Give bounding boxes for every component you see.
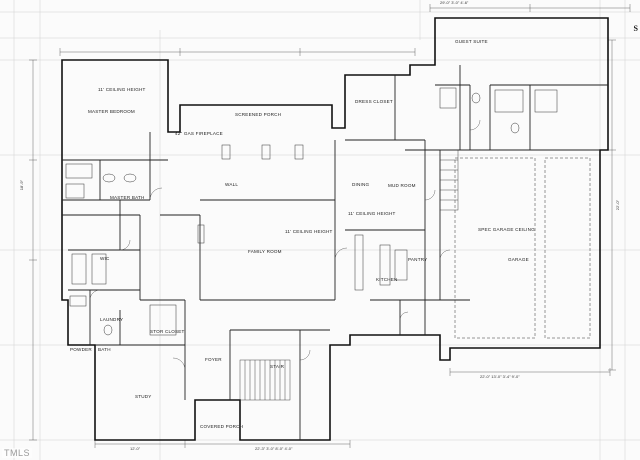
room-screened-porch: SCREENED PORCH xyxy=(235,112,282,117)
dim-right-side: 22'-0" xyxy=(615,200,620,211)
note-dining-ceiling: 11' CEILING HEIGHT xyxy=(348,211,396,216)
room-dress-closet: DRESS CLOSET xyxy=(355,99,393,104)
exterior-walls xyxy=(61,17,609,441)
room-guest-suite: GUEST SUITE xyxy=(455,39,488,44)
room-mud-room: MUD ROOM xyxy=(388,183,416,188)
dim-top-total: 29'-0" 3'-0" 4'-6" xyxy=(440,0,469,5)
room-pantry: PANTRY xyxy=(408,257,428,262)
room-garage: GARAGE xyxy=(508,257,529,262)
dim-left-side: 18'-9" xyxy=(19,180,24,191)
stairs xyxy=(239,149,459,401)
room-covered-porch: COVERED PORCH xyxy=(200,424,244,429)
room-master-bedroom: MASTER BEDROOM xyxy=(88,109,135,114)
room-bath: BATH xyxy=(98,347,111,352)
dim-bottom-right: 22'-0" 13'-0" 3'-4" 9'-0" xyxy=(480,374,520,379)
room-laundry: LAUNDRY xyxy=(100,317,124,322)
room-powder: POWDER xyxy=(70,347,92,352)
room-dining: DINING xyxy=(352,182,370,187)
fixtures xyxy=(65,87,591,339)
note-wall: WALL xyxy=(225,182,239,187)
room-family-room: FAMILY ROOM xyxy=(248,249,282,254)
interior-walls xyxy=(62,65,608,440)
door-swings xyxy=(89,119,481,371)
note-gas-fireplace: 42" GAS FIREPLACE xyxy=(175,131,223,136)
mls-watermark: TMLS xyxy=(2,448,33,458)
room-stor-closet: STOR CLOSET xyxy=(150,329,185,334)
note-master-ceiling: 11' CEILING HEIGHT xyxy=(98,87,146,92)
room-foyer: FOYER xyxy=(205,357,222,362)
note-garage: SPEC GARAGE CEILING xyxy=(478,227,535,232)
room-wic: WIC xyxy=(100,256,110,261)
dimension-lines xyxy=(29,4,631,448)
note-family-ceiling: 11' CEILING HEIGHT xyxy=(285,229,333,234)
room-master-bath: MASTER BATH xyxy=(110,195,145,200)
room-study: STUDY xyxy=(135,394,152,399)
note-stair: STAIR xyxy=(270,364,285,369)
dim-bottom-left: 12'-0" xyxy=(130,446,141,451)
dim-bottom-mid: 22'-3" 3'-0" 8'-0" 4'-0" xyxy=(255,446,293,451)
room-kitchen: KITCHEN xyxy=(376,277,398,282)
corner-sheet-mark: S xyxy=(633,24,638,33)
